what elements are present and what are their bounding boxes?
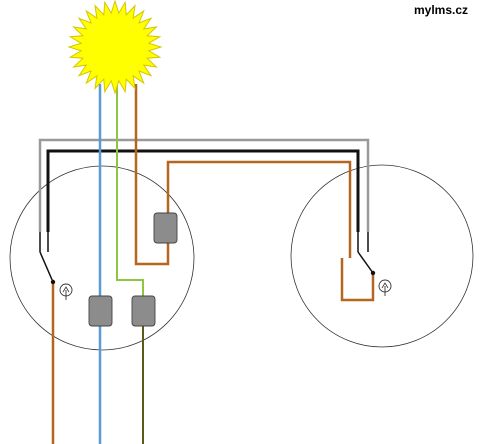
sun-burst-icon bbox=[67, 0, 163, 95]
left-switch-box bbox=[9, 165, 195, 351]
gray-traveller-wire bbox=[38, 138, 370, 232]
right-switch-box bbox=[290, 164, 474, 348]
right-two-way-switch bbox=[357, 232, 376, 276]
left-two-way-switch bbox=[39, 232, 56, 285]
black-traveller-wire bbox=[46, 149, 360, 232]
right-glow-lamp-icon bbox=[378, 279, 392, 296]
terminal-block-neutral bbox=[88, 295, 113, 327]
brown-right-common-wire bbox=[340, 258, 375, 302]
watermark-text: mylms.cz bbox=[413, 3, 468, 17]
terminal-block-protective bbox=[131, 295, 156, 327]
green-protective-wire bbox=[116, 84, 144, 310]
left-glow-lamp-icon bbox=[59, 283, 73, 300]
terminal-block-top bbox=[153, 212, 178, 244]
